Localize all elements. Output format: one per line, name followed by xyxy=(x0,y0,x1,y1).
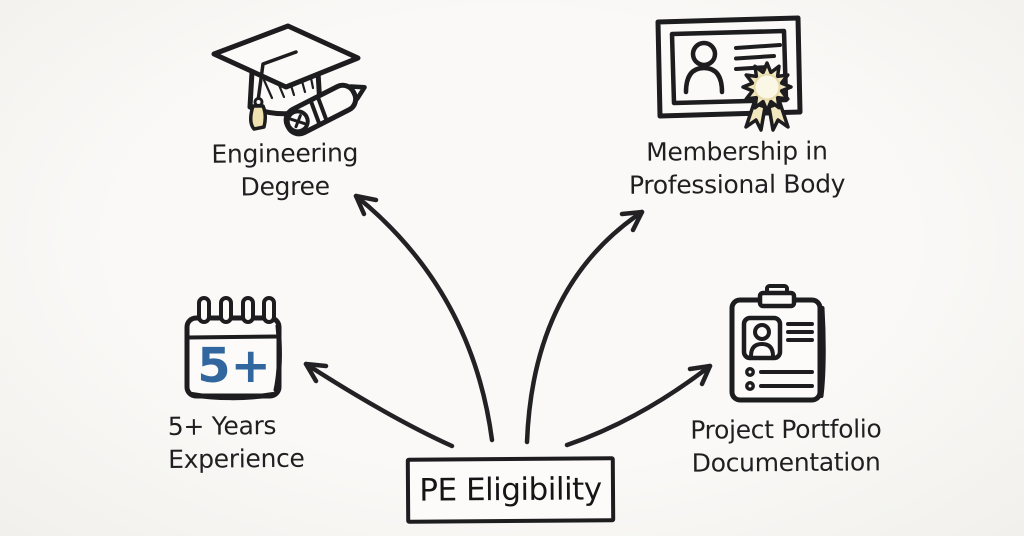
arrowhead-engineering-degree xyxy=(353,193,379,217)
arrow-to-portfolio xyxy=(564,363,713,448)
certificate-text-lines xyxy=(734,43,782,71)
diploma-scroll xyxy=(283,82,367,137)
node-membership: Membership in Professional Body xyxy=(597,134,877,202)
node-engineering-degree: Engineering Degree xyxy=(160,136,411,205)
clipboard-shadow-edge xyxy=(819,306,826,398)
person-head xyxy=(690,40,718,68)
membership-label-line1: Membership in xyxy=(646,136,828,167)
photo-person-head xyxy=(753,323,771,341)
graduation-cap-icon xyxy=(211,23,367,137)
experience-label-line1: 5+ Years xyxy=(167,411,277,441)
arrowhead-experience xyxy=(303,361,329,384)
arrow-to-experience xyxy=(303,361,455,449)
arrow-to-engineering-degree xyxy=(353,193,495,443)
node-experience: 5+ Years Experience xyxy=(168,408,389,476)
award-seal xyxy=(741,61,793,132)
portfolio-label-line1: Project Portfolio xyxy=(690,414,882,445)
certificate-badge-icon xyxy=(655,15,803,132)
bullet-2 xyxy=(745,381,755,391)
engineering-degree-label-line2: Degree xyxy=(240,171,330,202)
clipboard-icon xyxy=(729,284,826,403)
photo-person-shoulders xyxy=(749,342,775,358)
arrowhead-membership xyxy=(619,209,645,233)
calendar-badge-text: 5+ xyxy=(197,338,271,394)
clipboard-short-lines xyxy=(786,322,814,342)
bullet-lines xyxy=(759,370,814,388)
engineering-degree-label-line1: Engineering xyxy=(211,138,359,169)
tassel-cord xyxy=(256,50,298,103)
tassel-body xyxy=(249,104,268,131)
pe-eligibility-label: PE Eligibility xyxy=(419,471,602,509)
membership-label-line2: Professional Body xyxy=(628,169,846,200)
experience-label-line2: Experience xyxy=(168,443,305,474)
calendar-binder-rings xyxy=(197,296,276,324)
calendar-shadow-edge xyxy=(189,323,282,401)
node-portfolio: Project Portfolio Documentation xyxy=(655,412,917,480)
arrowhead-portfolio xyxy=(687,363,713,387)
calendar-icon: 5+ xyxy=(184,296,282,401)
pe-eligibility-box: PE Eligibility xyxy=(405,456,616,524)
photo-frame xyxy=(741,315,783,361)
arrow-to-membership xyxy=(524,209,645,445)
clipboard-clip xyxy=(757,290,797,309)
calendar-header-line xyxy=(186,334,280,340)
person-shoulders xyxy=(683,65,725,95)
portfolio-label-line2: Documentation xyxy=(691,447,881,478)
bullet-1 xyxy=(745,367,755,377)
